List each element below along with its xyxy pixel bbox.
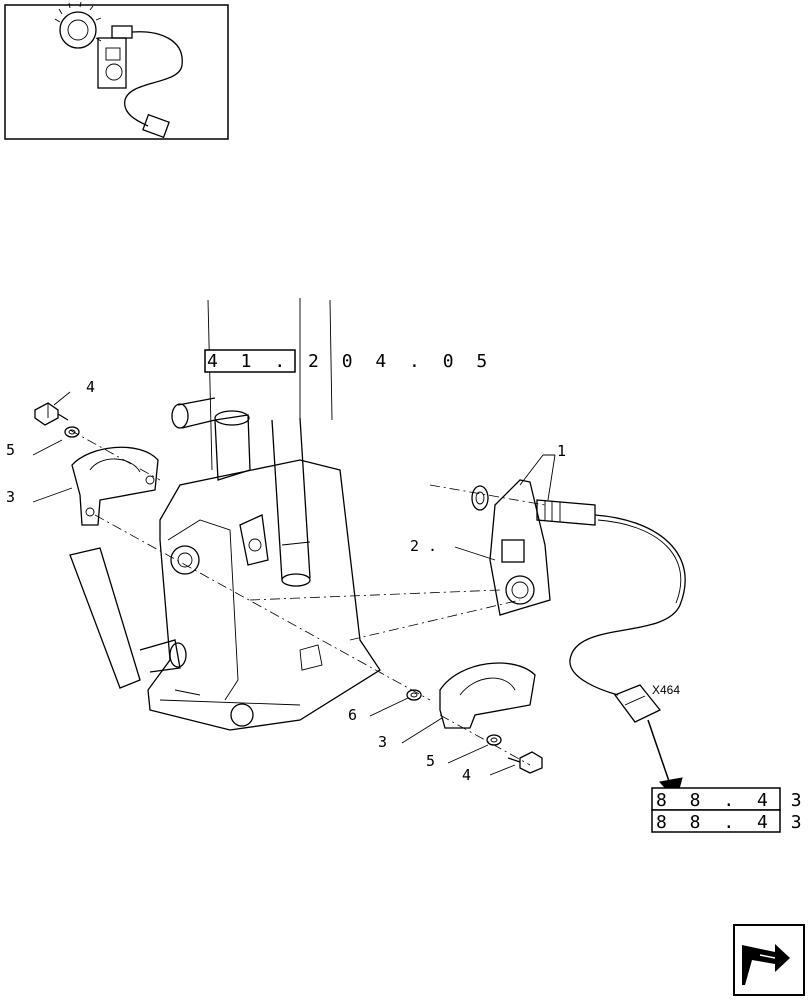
bolt-lower[interactable] [507, 751, 543, 774]
bolt-upper[interactable] [34, 402, 69, 426]
leader-lines [32, 391, 556, 776]
callout-5-lower: 5 [426, 752, 435, 770]
thumbnail-overview[interactable] [4, 1, 229, 140]
section-ref-top-text: 4 1 . 2 0 4 . 0 5 [207, 351, 493, 372]
return-arrow-icon[interactable] [733, 924, 805, 996]
callout-4-lower: 4 [462, 766, 471, 784]
callout-5-upper: 5 [6, 441, 15, 459]
gasket[interactable] [471, 485, 489, 511]
callout-4-upper: 4 [86, 378, 95, 396]
washer-six[interactable] [406, 689, 422, 701]
washer-upper[interactable] [64, 426, 80, 438]
sensor-bracket[interactable] [489, 479, 551, 616]
connector-x464[interactable] [613, 684, 683, 802]
pedal-frame [69, 298, 381, 731]
alignment-lines [69, 429, 546, 766]
section-ref-top[interactable]: 4 1 . 2 0 4 . 0 5 [204, 349, 493, 373]
section-ref-right-2-text: 8 8 . 4 3 0 . 0 [656, 812, 808, 833]
callout-3-upper: 3 [6, 488, 15, 506]
bracket-upper[interactable] [71, 446, 159, 526]
callout-6: 6 [348, 706, 357, 724]
section-ref-right-1-text: 8 8 . 4 3 0 . 0 [656, 790, 808, 811]
callout-1: 1 [557, 442, 566, 460]
speed-sensor[interactable] [536, 499, 686, 696]
section-ref-right-1[interactable]: 8 8 . 4 3 0 . 0 [651, 787, 808, 811]
callout-2: 2 . [410, 537, 437, 555]
connector-label: X464 [652, 683, 680, 697]
section-ref-right-2[interactable]: 8 8 . 4 3 0 . 0 [651, 809, 808, 833]
washer-lower[interactable] [486, 734, 502, 746]
bracket-lower[interactable] [439, 662, 536, 729]
callout-3-lower: 3 [378, 733, 387, 751]
